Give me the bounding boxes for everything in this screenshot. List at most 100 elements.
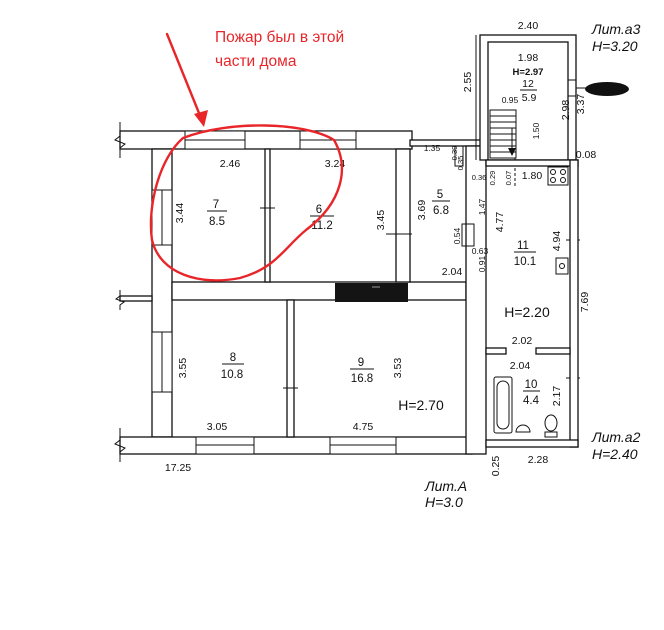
dim-r11-left: 4.77 — [494, 212, 506, 233]
room12-height: H=2.97 — [513, 67, 544, 78]
dim-r10-top: 2.04 — [510, 360, 531, 372]
dim-a3-left: 2.55 — [462, 72, 474, 93]
stair-arrowhead-icon — [508, 148, 516, 156]
bottom-wall — [119, 436, 473, 455]
burner-icon — [550, 169, 556, 175]
dim-039: 0.39 — [450, 146, 459, 161]
break-mark-top — [114, 122, 126, 158]
fire-annotation: Пожар был в этой части дома — [149, 29, 344, 282]
break-marks — [114, 122, 126, 462]
lit-a3-height: H=3.20 — [592, 38, 638, 54]
dim-r10-depth: 2.17 — [551, 386, 563, 407]
dim-r5-054: 0.54 — [452, 227, 462, 244]
bathtub-inner — [496, 380, 510, 430]
room11-number: 11 — [517, 240, 529, 252]
room5-area: 6.8 — [433, 205, 449, 217]
room10-number: 10 — [525, 379, 538, 391]
dim-a2-total: 7.69 — [579, 292, 591, 313]
lit-a-height: H=3.0 — [425, 494, 463, 510]
dim-a3-right: 3.37 — [575, 94, 587, 115]
bathtub-icon — [493, 376, 513, 434]
break-mark-middle — [114, 290, 126, 310]
redaction-mark — [585, 82, 629, 96]
dim-a2-025: 0.25 — [490, 456, 502, 477]
room7-number: 7 — [213, 199, 219, 211]
wash-basin-icon — [515, 424, 531, 433]
burner-icon — [560, 169, 566, 175]
room10-area: 4.4 — [523, 395, 540, 407]
room8-area: 10.8 — [221, 369, 243, 381]
middle-wall — [171, 281, 467, 301]
partition-room8-room9 — [286, 299, 295, 438]
a2-top-wall — [485, 159, 579, 167]
room9-number: 9 — [358, 357, 364, 369]
dim-r5-depth: 3.69 — [416, 200, 428, 221]
room7-area: 8.5 — [209, 216, 225, 228]
dim-r12-width: 1.98 — [518, 52, 539, 64]
top-wall — [119, 130, 413, 150]
room11-height: H=2.20 — [504, 304, 550, 320]
room6-number: 6 — [316, 204, 322, 216]
partition-room7-room6 — [264, 148, 271, 283]
toilet-tank-icon — [544, 431, 558, 438]
dim-a3-offset: 0.08 — [576, 149, 597, 161]
a2-bottom-wall — [485, 439, 579, 448]
dim-total-length: 17.25 — [165, 462, 191, 474]
annotation-line2: части дома — [215, 53, 297, 70]
room5-fixture — [461, 223, 475, 247]
burner-icon — [560, 177, 566, 183]
a2-partition-right — [535, 347, 571, 355]
burner-icon — [550, 177, 556, 183]
room5-number: 5 — [437, 189, 443, 201]
room5-niche — [454, 145, 464, 167]
drain-icon — [559, 263, 565, 269]
dim-r10-bottom: 2.28 — [528, 454, 549, 466]
dim-r5-step: 1.47 — [477, 198, 487, 215]
dim-r9-depth: 3.53 — [392, 358, 404, 379]
room6-area: 11.2 — [311, 220, 333, 232]
dim-r8-depth: 3.55 — [177, 358, 189, 379]
dim-036: 0.36 — [472, 173, 487, 182]
dim-r5-top: 1.35 — [424, 143, 441, 153]
room12-area: 5.9 — [522, 92, 537, 104]
lit-a-name: Лит.А — [424, 478, 467, 494]
dim-r5-091: 0.91 — [477, 255, 487, 272]
annotation-arrow-icon — [165, 32, 203, 120]
toilet-icon — [544, 414, 558, 432]
dim-r7-width: 2.46 — [220, 158, 241, 170]
dim-r9-width: 4.75 — [353, 421, 374, 433]
dim-r7-depth: 3.44 — [174, 203, 186, 224]
dim-r12-right: 2.98 — [560, 100, 572, 121]
room11-area: 10.1 — [514, 256, 536, 268]
room12-number: 12 — [522, 78, 534, 90]
dim-r11-right: 4.94 — [551, 231, 563, 252]
dim-r11-top: 1.80 — [522, 170, 543, 182]
room8-number: 8 — [230, 352, 236, 364]
a2-partition-left — [485, 347, 507, 355]
dim-stair-width: 0.95 — [502, 95, 519, 105]
lit-a2-name: Лит.а2 — [591, 429, 641, 445]
annotation-arrowhead-icon — [194, 110, 208, 127]
room9-area: 16.8 — [351, 373, 373, 385]
kitchen-sink-icon — [555, 257, 569, 275]
lit-a2-height: H=2.40 — [592, 446, 638, 462]
dim-007: 0.07 — [504, 171, 513, 186]
extension-a2 — [485, 159, 579, 448]
wall-room6-room5 — [395, 148, 411, 283]
dim-r5-bottom: 2.04 — [442, 266, 463, 278]
lit-a3-name: Лит.а3 — [591, 21, 641, 37]
windows — [151, 130, 397, 455]
a2-right-wall — [569, 159, 579, 448]
annotation-line1: Пожар был в этой — [215, 29, 344, 46]
fire-zone-outline — [149, 124, 343, 282]
extension-a3 — [475, 34, 590, 186]
room9-height: H=2.70 — [398, 397, 444, 413]
dim-029: 0.29 — [488, 171, 497, 186]
dim-r6-depth: 3.45 — [375, 210, 387, 231]
dim-r11-bottom: 2.02 — [512, 335, 533, 347]
left-stub-wall — [119, 295, 153, 302]
break-mark-bottom — [114, 428, 126, 462]
right-main-wall — [465, 145, 487, 455]
dim-r8-width: 3.05 — [207, 421, 228, 433]
